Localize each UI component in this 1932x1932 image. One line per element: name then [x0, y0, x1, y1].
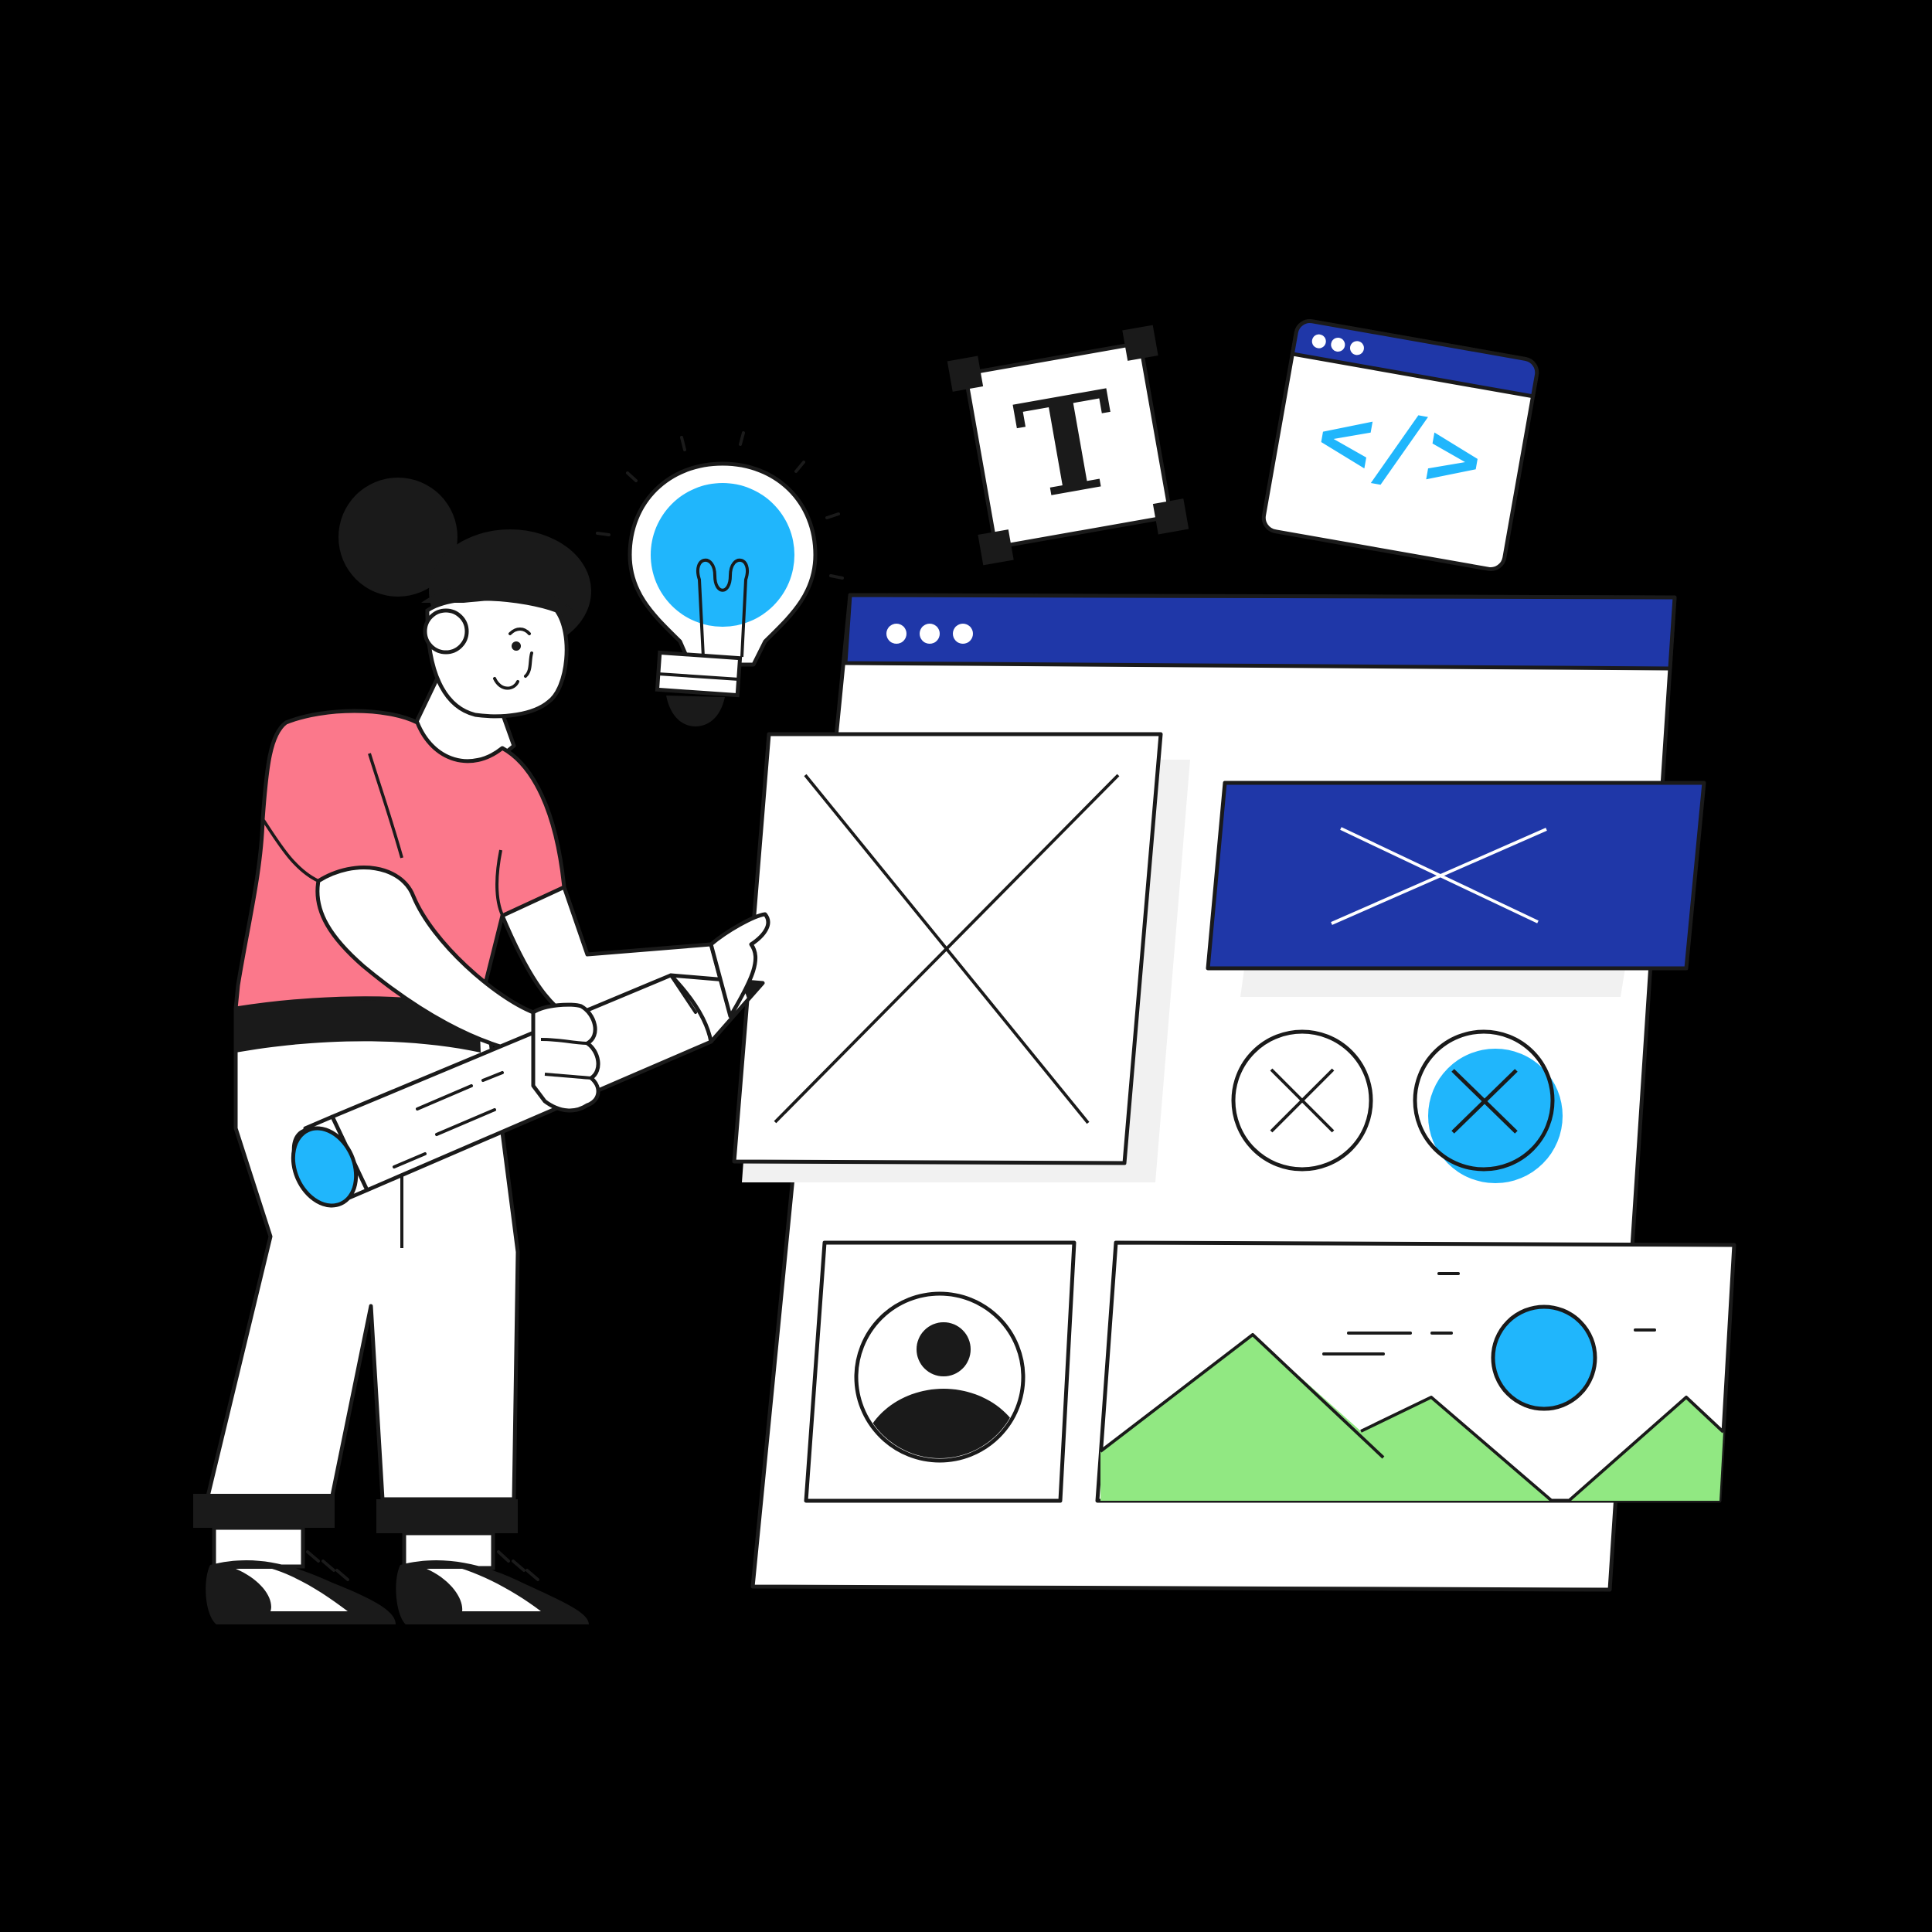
- lightbulb-icon: [596, 431, 844, 726]
- designer-person: [193, 478, 770, 1624]
- face: [421, 581, 573, 719]
- banner-placeholder: [1206, 781, 1706, 971]
- sun-icon: [1491, 1304, 1597, 1411]
- image-placeholder-card: [732, 732, 1163, 1165]
- avatar-card: [804, 1240, 1077, 1503]
- pencil-icon: [291, 973, 765, 1208]
- close-circle-icon-active: [1413, 1029, 1563, 1183]
- avatar-icon: [854, 1291, 1026, 1463]
- window-controls: [886, 624, 973, 644]
- image-placeholder-icon: [774, 774, 1120, 1124]
- landscape-image-card: [1095, 1240, 1736, 1503]
- text-tool-icon: T: [947, 325, 1189, 566]
- landscape-image-icon: [1099, 1272, 1725, 1502]
- left-shoe: [206, 1550, 396, 1624]
- close-circle-icon: [1231, 1029, 1373, 1172]
- code-window-icon: </>: [1261, 319, 1539, 571]
- right-shoe: [396, 1550, 589, 1624]
- window-title-bar: [843, 593, 1677, 671]
